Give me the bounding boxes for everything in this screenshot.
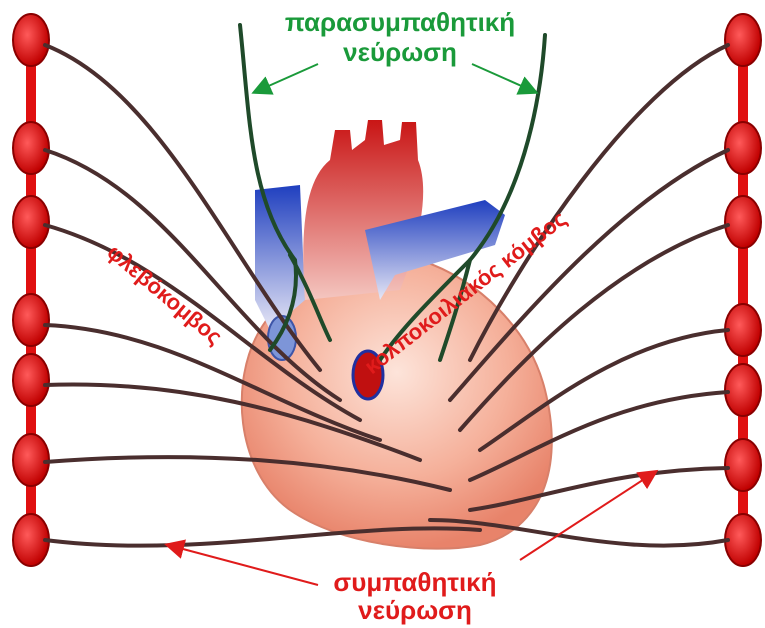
right-sympathetic-chain (725, 14, 761, 566)
left-sympathetic-chain (13, 14, 49, 566)
parasympathetic-label-line2: νεύρωση (260, 38, 540, 67)
para-arrow-left (255, 64, 318, 92)
sympathetic-label-line2: νεύρωση (300, 596, 530, 625)
sympathetic-label-line1: συμπαθητική (300, 568, 530, 597)
parasympathetic-label-line1: παρασυμπαθητική (260, 8, 540, 37)
symp-arrow-left (168, 545, 318, 585)
para-arrow-right (472, 64, 535, 92)
